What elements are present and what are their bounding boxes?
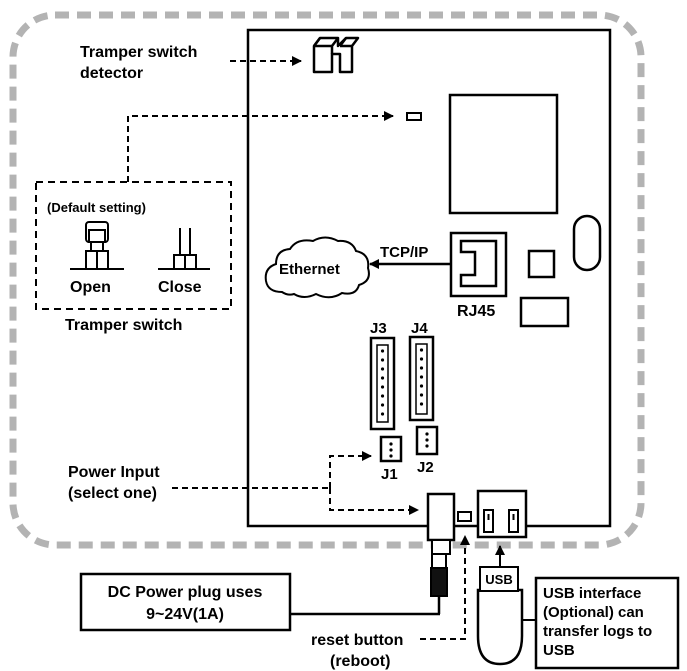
reset-label-1: reset button [311, 632, 403, 649]
tamper-detector-label-1: Tramper switch [80, 44, 197, 61]
jumper-close-icon [158, 228, 210, 270]
usb-callout [534, 576, 680, 670]
ethernet-label: Ethernet [279, 261, 340, 278]
tamper-detector-label-2: detector [80, 65, 143, 82]
dc-plug-label-2: 9~24V(1A) [146, 606, 224, 623]
open-label: Open [70, 279, 111, 296]
usb-iface-label-4: USB [543, 642, 575, 659]
rj45-label: RJ45 [457, 303, 495, 320]
small-component [527, 249, 556, 279]
usb-drive-label: USB [485, 572, 512, 587]
ethernet-cloud [264, 236, 370, 299]
tcpip-label: TCP/IP [380, 244, 428, 261]
tamper-setting-box [35, 181, 232, 310]
power-input-label-2: (select one) [68, 485, 157, 502]
enclosure-border [9, 11, 645, 549]
reset-button-component [457, 511, 472, 522]
j1-label: J1 [381, 466, 398, 483]
tamper-detector-icon [312, 36, 360, 74]
rj45-port [449, 231, 508, 298]
usb-iface-label-2: (Optional) can [543, 604, 644, 621]
j4-label: J4 [411, 320, 428, 337]
usb-iface-label-3: transfer logs to [543, 623, 652, 640]
j3-label: J3 [370, 320, 387, 337]
leader-lines [127, 56, 470, 640]
dc-jack [426, 492, 456, 555]
dc-plug-label-1: DC Power plug uses [108, 584, 263, 601]
j2-connector [415, 425, 439, 456]
j4-header [408, 335, 435, 422]
reset-label-2: (reboot) [330, 653, 390, 670]
default-setting-label: (Default setting) [47, 200, 146, 215]
dc-plug-callout [79, 572, 292, 632]
tamper-indicator [406, 112, 422, 121]
close-label: Close [158, 279, 202, 296]
usb-iface-label-1: USB interface [543, 585, 641, 602]
j1-connector [379, 435, 403, 463]
power-input-label-1: Power Input [68, 464, 160, 481]
jumper-open-icon [70, 221, 124, 270]
usb-drive [476, 545, 536, 666]
j3-header [369, 336, 396, 431]
j2-label: J2 [417, 459, 434, 476]
main-chip [448, 93, 559, 215]
crystal-component [572, 214, 602, 272]
small-component-2 [519, 296, 570, 328]
usb-socket [476, 489, 528, 539]
tamper-switch-label: Tramper switch [65, 317, 182, 334]
dc-plug-cable [290, 553, 448, 616]
